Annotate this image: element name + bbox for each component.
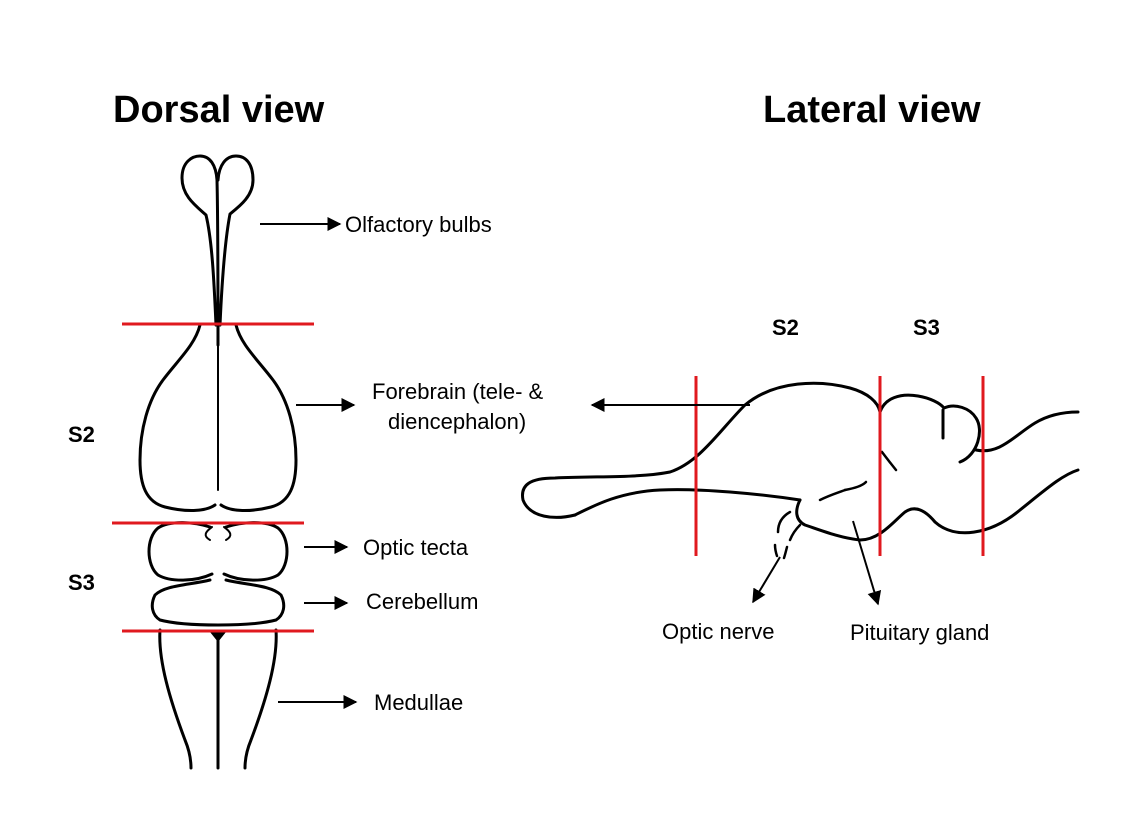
- optic-nerve-stub-2: [788, 523, 802, 542]
- lateral-dorsal-contour: [520, 381, 882, 519]
- lateral-tectum-ventral: [880, 450, 898, 472]
- lateral-spinal-ventral: [858, 468, 1080, 542]
- olfactory-bulb-right: [216, 154, 255, 327]
- lateral-spinal-dorsal: [974, 410, 1080, 453]
- tectum-inner-right: [223, 526, 232, 541]
- lateral-tectum-contour: [878, 393, 981, 464]
- optic-tecta-label: Optic tecta: [363, 535, 469, 560]
- dorsal-s3-label: S3: [68, 570, 95, 595]
- dorsal-brain-outline: [138, 154, 298, 770]
- optic-nerve-stub-4: [782, 545, 789, 560]
- forebrain-left-lobe: [138, 323, 217, 512]
- optic-nerve-stub-3: [773, 543, 779, 558]
- medulla-right: [243, 628, 278, 770]
- pituitary-gland-label: Pituitary gland: [850, 620, 989, 645]
- optic-tectum-left: [147, 521, 214, 582]
- lateral-s2-label: S2: [772, 315, 799, 340]
- optic-nerve-arrow: [752, 556, 781, 604]
- lateral-ventral-contour: [573, 488, 802, 517]
- forebrain-label-line1: Forebrain (tele- &: [372, 379, 544, 404]
- fourth-ventricle-icon: [210, 632, 226, 642]
- cerebellum-label: Cerebellum: [366, 589, 479, 614]
- lateral-hypothalamus: [795, 498, 862, 542]
- lateral-view-title: Lateral view: [763, 89, 981, 131]
- medulla-left: [158, 628, 193, 770]
- olfactory-bulbs-label: Olfactory bulbs: [345, 212, 492, 237]
- cerebellum-outline: [150, 578, 286, 627]
- tectum-inner-left: [204, 526, 213, 541]
- dorsal-s2-label: S2: [68, 422, 95, 447]
- dorsal-view-title: Dorsal view: [113, 89, 325, 131]
- optic-nerve-stub-1: [776, 510, 792, 534]
- medullae-label: Medullae: [374, 690, 463, 715]
- lateral-diencephalon-notch: [818, 488, 847, 502]
- lateral-inner-notch: [843, 480, 868, 492]
- forebrain-label-line2: diencephalon): [388, 409, 526, 434]
- optic-tectum-right: [222, 521, 289, 582]
- lateral-brain-outline: [520, 381, 1080, 560]
- olfactory-bulb-left: [180, 154, 220, 347]
- forebrain-right-lobe: [219, 323, 298, 512]
- lateral-s3-label: S3: [913, 315, 940, 340]
- pituitary-arrow: [852, 520, 882, 606]
- optic-nerve-label: Optic nerve: [662, 619, 775, 644]
